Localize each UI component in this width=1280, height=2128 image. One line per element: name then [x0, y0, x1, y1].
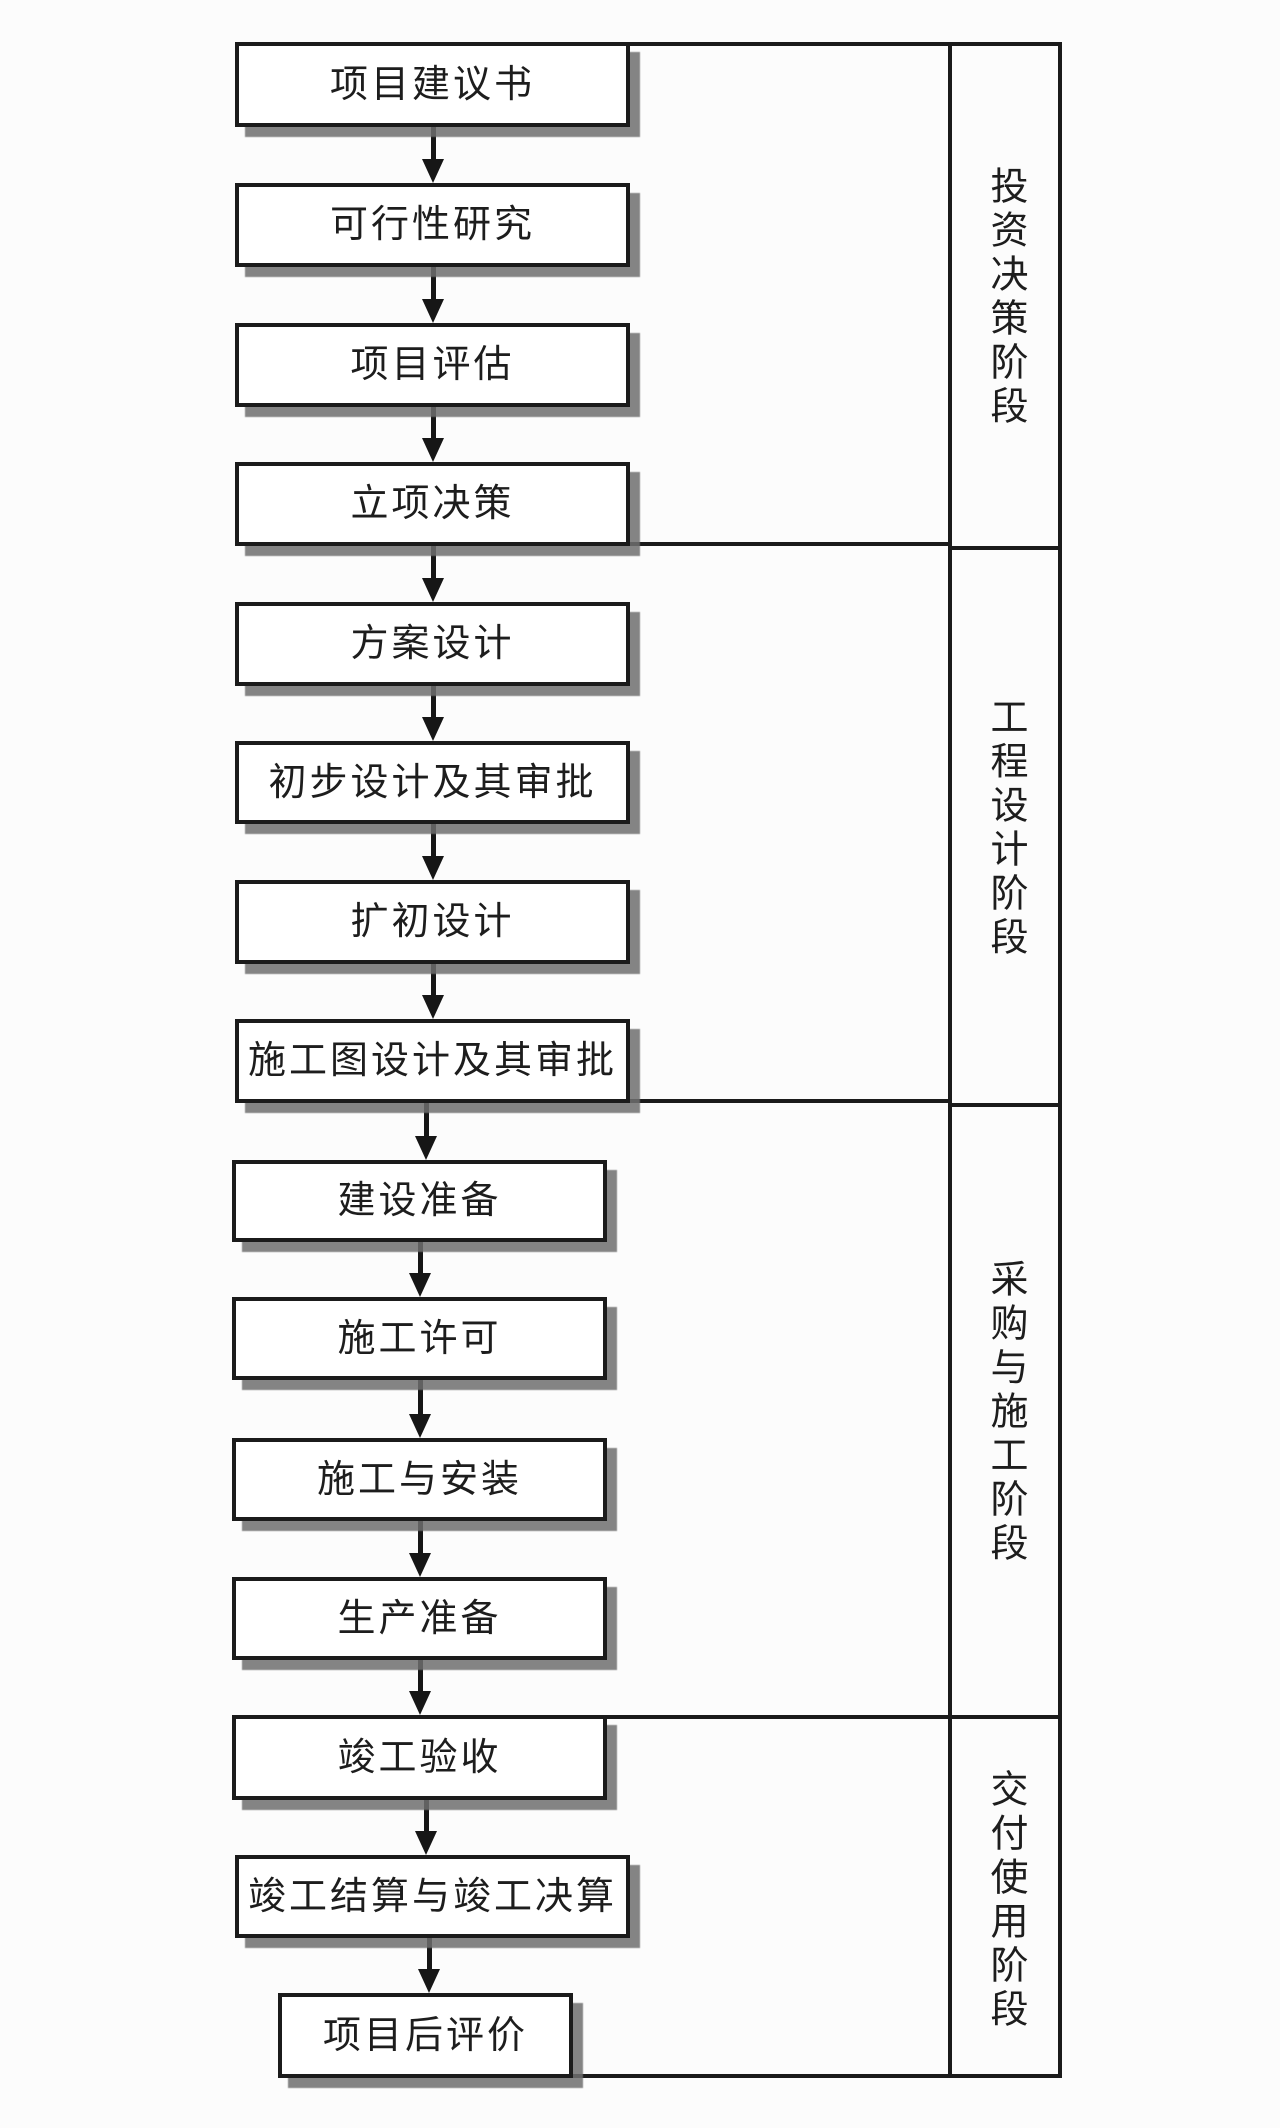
arrow-stem — [430, 546, 436, 582]
flow-step-label: 项目后评价 — [322, 2014, 528, 2057]
arrow-down-icon — [422, 299, 444, 323]
flow-step-label: 立项决策 — [350, 483, 515, 525]
phase-label: 交付使用阶段 — [984, 1768, 1026, 2033]
flow-step-label: 项目评估 — [350, 344, 515, 386]
arrow-stem — [430, 824, 436, 860]
flow-arrow-12-to-13 — [409, 1660, 431, 1715]
flow-step-box-4: 立项决策 — [235, 462, 630, 546]
phase-label: 工程设计阶段 — [984, 696, 1026, 961]
flow-arrow-14-to-15 — [418, 1938, 440, 1993]
arrow-stem — [417, 1380, 423, 1418]
arrow-stem — [417, 1521, 423, 1557]
phase-divider-line — [952, 546, 1058, 550]
flow-step-box-10: 施工许可 — [232, 1297, 607, 1380]
flow-arrow-7-to-8 — [422, 964, 444, 1019]
arrow-stem — [430, 964, 436, 999]
arrow-stem — [423, 1800, 429, 1835]
flow-step-label: 竣工验收 — [337, 1736, 502, 1779]
arrow-stem — [426, 1938, 432, 1973]
flow-step-box-11: 施工与安装 — [232, 1438, 607, 1521]
flow-step-box-15: 项目后评价 — [278, 1993, 573, 2078]
arrow-down-icon — [409, 1414, 431, 1438]
arrow-stem — [417, 1242, 423, 1277]
flow-step-label: 施工与安装 — [316, 1458, 522, 1501]
flow-arrow-5-to-6 — [422, 686, 444, 741]
flow-arrow-2-to-3 — [422, 267, 444, 323]
phase-cell-2: 工程设计阶段 — [952, 550, 1058, 1107]
flow-arrow-10-to-11 — [409, 1380, 431, 1438]
flow-step-box-12: 生产准备 — [232, 1577, 607, 1660]
arrow-down-icon — [418, 1969, 440, 1993]
bottom-boundary-line — [278, 2074, 952, 2078]
flow-step-box-1: 项目建议书 — [235, 42, 630, 127]
phase-cell-4: 交付使用阶段 — [952, 1719, 1058, 2082]
arrow-down-icon — [409, 1691, 431, 1715]
arrow-down-icon — [422, 578, 444, 602]
flow-step-box-14: 竣工结算与竣工决算 — [235, 1855, 630, 1938]
arrow-stem — [430, 267, 436, 303]
arrow-down-icon — [422, 717, 444, 741]
phase-label: 采购与施工阶段 — [984, 1259, 1026, 1567]
flow-step-box-9: 建设准备 — [232, 1160, 607, 1242]
phase-label: 投资决策阶段 — [984, 166, 1026, 430]
flow-step-label: 施工许可 — [337, 1317, 502, 1360]
flow-arrow-1-to-2 — [422, 127, 444, 183]
flow-arrow-8-to-9 — [415, 1103, 437, 1160]
flow-step-label: 竣工结算与竣工决算 — [247, 1875, 617, 1918]
phase-cell-3: 采购与施工阶段 — [952, 1107, 1058, 1719]
arrow-stem — [417, 1660, 423, 1695]
flow-step-label: 施工图设计及其审批 — [247, 1040, 617, 1082]
flow-arrow-6-to-7 — [422, 824, 444, 880]
flow-step-box-5: 方案设计 — [235, 602, 630, 686]
arrow-down-icon — [422, 159, 444, 183]
arrow-stem — [430, 127, 436, 163]
flow-step-label: 项目建议书 — [329, 63, 535, 106]
arrow-down-icon — [422, 995, 444, 1019]
flow-arrow-11-to-12 — [409, 1521, 431, 1577]
flow-step-box-6: 初步设计及其审批 — [235, 741, 630, 824]
flow-step-label: 可行性研究 — [329, 204, 535, 246]
phase-divider-line — [952, 1103, 1058, 1107]
flow-step-label: 初步设计及其审批 — [268, 761, 597, 804]
arrow-stem — [430, 686, 436, 721]
flow-arrow-3-to-4 — [422, 407, 444, 462]
phase-cell-1: 投资决策阶段 — [952, 46, 1058, 550]
phase-column: 投资决策阶段工程设计阶段采购与施工阶段交付使用阶段 — [948, 42, 1062, 2078]
flow-arrow-4-to-5 — [422, 546, 444, 602]
flow-step-label: 方案设计 — [350, 623, 515, 665]
flow-step-box-13: 竣工验收 — [232, 1715, 607, 1800]
flow-step-box-7: 扩初设计 — [235, 880, 630, 964]
arrow-down-icon — [422, 438, 444, 462]
arrow-down-icon — [409, 1273, 431, 1297]
flow-step-label: 建设准备 — [337, 1180, 502, 1222]
flow-step-box-8: 施工图设计及其审批 — [235, 1019, 630, 1103]
arrow-down-icon — [415, 1136, 437, 1160]
flow-arrow-9-to-10 — [409, 1242, 431, 1297]
arrow-down-icon — [409, 1553, 431, 1577]
flow-step-box-2: 可行性研究 — [235, 183, 630, 267]
flow-step-label: 生产准备 — [337, 1597, 502, 1640]
arrow-stem — [423, 1103, 429, 1140]
arrow-down-icon — [422, 856, 444, 880]
arrow-down-icon — [415, 1831, 437, 1855]
flow-step-label: 扩初设计 — [350, 901, 515, 943]
phase-divider-line — [952, 1715, 1058, 1719]
flow-step-box-3: 项目评估 — [235, 323, 630, 407]
arrow-stem — [430, 407, 436, 442]
flow-arrow-13-to-14 — [415, 1800, 437, 1855]
